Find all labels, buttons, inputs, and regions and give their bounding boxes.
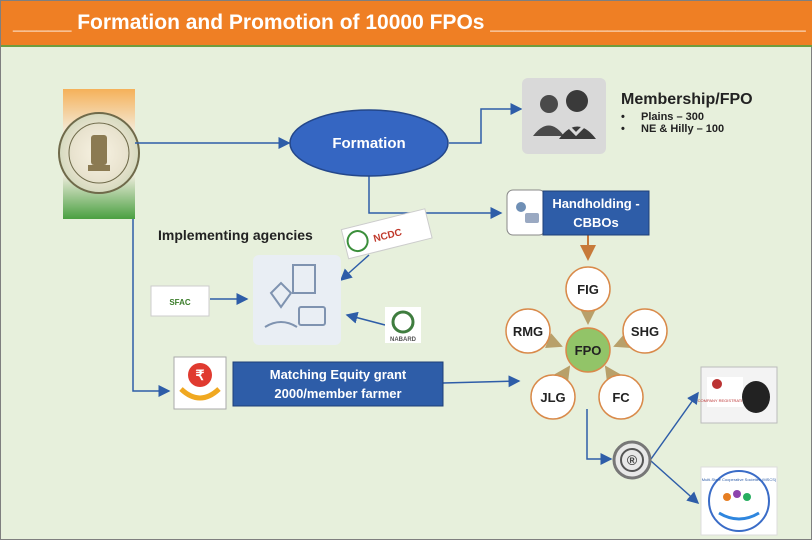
fig-label: FIG — [577, 282, 599, 297]
membership-item-plains: •Plains – 300 — [621, 111, 704, 123]
stamp-icon — [742, 381, 770, 413]
fig-node: FIG — [565, 266, 611, 312]
ministry-logo — [58, 89, 140, 219]
ncdc-logo: NCDC — [340, 208, 433, 260]
connectors — [132, 103, 700, 504]
agencies-icon — [253, 255, 341, 345]
fpo-center-node: FPO — [565, 327, 611, 373]
rmg-label: RMG — [513, 324, 543, 339]
equity-label-line1: Matching Equity grant — [270, 367, 407, 382]
shg-node: SHG — [622, 308, 668, 354]
implementing-agencies-illustration — [253, 255, 341, 345]
membership-heading: Membership/FPO — [621, 91, 753, 108]
sfac-logo: SFAC — [150, 285, 210, 317]
equity-node: Matching Equity grant 2000/member farmer — [232, 361, 444, 407]
handholding-label-line2: CBBOs — [573, 215, 619, 230]
rupee-symbol: ₹ — [196, 367, 205, 383]
arrow-fpo-registration — [586, 409, 613, 465]
check-icon — [568, 120, 590, 137]
cooperative-text: Multi-State Cooperative Societies (MSCS) — [702, 477, 777, 482]
membership-block: Membership/FPO •Plains – 300 •NE & Hilly… — [621, 91, 806, 135]
arrow-nabard — [345, 311, 386, 326]
emblem-icon — [91, 135, 107, 165]
jlg-label: JLG — [540, 390, 565, 405]
sfac-text: SFAC — [169, 298, 191, 307]
fpo-cluster: FIG RMG SHG FPO JLG FC — [505, 266, 668, 420]
arrow-formation-membership — [449, 103, 523, 144]
handholding-node: Handholding - CBBOs — [506, 189, 650, 236]
handholding-label-line1: Handholding - — [552, 196, 639, 211]
arrow-ministry-equity — [132, 219, 171, 397]
implementing-agencies-label: Implementing agencies — [158, 227, 313, 243]
membership-icon-box — [522, 78, 606, 154]
shg-label: SHG — [631, 324, 659, 339]
fpo-label: FPO — [575, 343, 602, 358]
membership-item-ne-hilly: •NE & Hilly – 100 — [621, 123, 725, 135]
arrow-ncdc — [339, 254, 370, 281]
arrow-registration-cooperative — [650, 460, 700, 504]
registered-stamp: ® — [612, 440, 652, 480]
registration-text: COMPANY REGISTRATION — [698, 398, 749, 403]
arrow-formation-handholding — [368, 175, 503, 219]
membership-list: •Plains – 300 •NE & Hilly – 100 — [621, 111, 806, 135]
title-bar: _____ Formation and Promotion of 10000 F… — [1, 1, 812, 47]
equity-label-line2: 2000/member farmer — [274, 386, 401, 401]
fc-label: FC — [612, 390, 630, 405]
jlg-node: JLG — [530, 374, 576, 420]
rupee-hands-icon: ₹ — [173, 356, 227, 410]
fc-node: FC — [598, 374, 644, 420]
nabard-text: NABARD — [390, 337, 417, 343]
arrow-registration-company — [650, 391, 699, 460]
cooperative-logo: Multi-State Cooperative Societies (MSCS) — [700, 466, 778, 536]
handholding-icon — [506, 189, 546, 236]
rmg-node: RMG — [505, 308, 551, 354]
registered-icon: ® — [627, 452, 638, 468]
nabard-logo: NABARD — [385, 307, 421, 343]
company-registration-image: COMPANY REGISTRATION — [698, 366, 778, 424]
slide-title: _____ Formation and Promotion of 10000 F… — [13, 11, 806, 34]
formation-node: Formation — [289, 109, 449, 177]
formation-label: Formation — [332, 135, 405, 152]
arrow-equity-fpo — [442, 375, 521, 388]
user-group-icon — [540, 95, 558, 113]
